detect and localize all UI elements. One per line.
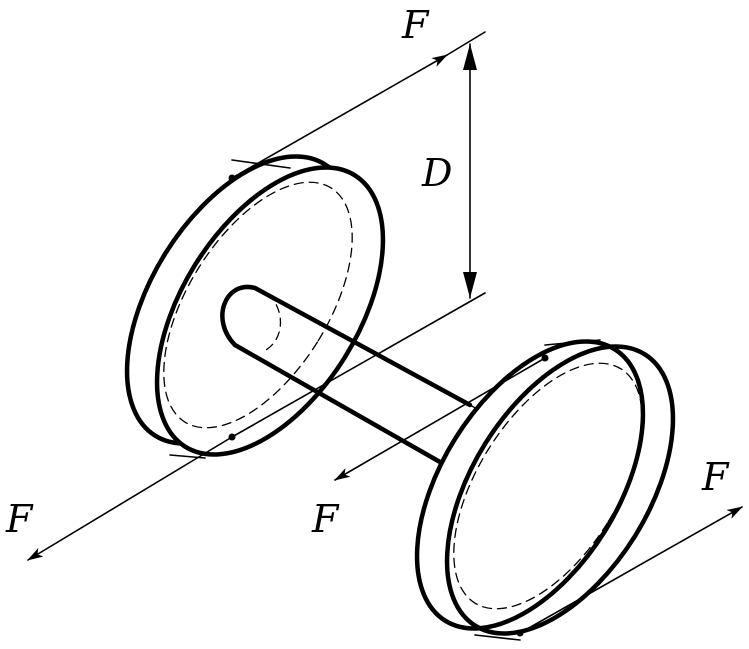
force-middle-label: F — [312, 497, 339, 541]
left-wheel-top-rim-line — [231, 159, 291, 169]
force-left-extension — [231, 292, 486, 438]
force-top-extension — [446, 31, 486, 56]
force-top-label: F — [402, 3, 429, 47]
left-wheel — [124, 154, 386, 459]
right-wheel — [414, 339, 676, 641]
force-middle-arrow — [334, 357, 546, 481]
force-right-arrow — [519, 506, 743, 634]
force-left-label: F — [6, 497, 33, 541]
force-left-arrow — [27, 436, 233, 561]
shaft — [220, 284, 554, 506]
right-wheel-bottom-rim-line — [474, 634, 521, 641]
right-wheel-top-rim-line — [544, 339, 601, 346]
force-right-label: F — [702, 455, 729, 499]
diameter-dimension — [463, 43, 477, 299]
force-top-arrow — [231, 54, 448, 179]
diameter-label: D — [422, 151, 453, 195]
